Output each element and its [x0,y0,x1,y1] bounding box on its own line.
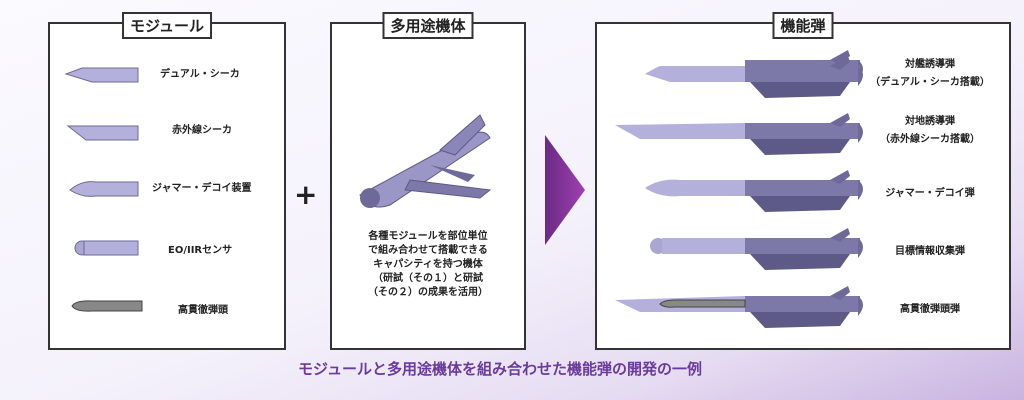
platform-description: 各種モジュールを部位単位 で組み合わせて搭載できる キャパシティを持つ機体 （研… [340,230,516,300]
ir-seeker-module-icon [66,125,139,141]
module-label: 赤外線シーカ [172,125,232,136]
munition-illustrations [615,50,863,328]
munition-label: 高貫徹弾頭弾 [900,304,960,315]
penetrator-missile-icon [615,286,863,328]
module-label: 高貫徹弾頭 [178,305,228,316]
munition-sub: （デュアル・シーカ搭載） [870,77,990,88]
jammer-decoy-missile-icon [645,170,863,212]
modules-panel: モジュール デュアル・シーカ 赤外線シーカ ジャマー・デコイ装置 EO/IIRセ… [48,12,286,350]
munition-label: ジャマー・デコイ弾 [885,188,975,199]
warhead-module-icon [71,300,143,312]
plus-sign: + [294,178,318,211]
eo-iir-sensor-module-icon [74,240,139,256]
module-label: デュアル・シーカ [160,69,240,80]
description-line: （研試（その１）と研試 [373,273,483,284]
munition-sub: （赤外線シーカ搭載） [880,134,980,145]
figure-caption: モジュールと多用途機体を組み合わせた機能弾の開発の一例 [298,360,702,378]
platform-title: 多用途機体 [382,12,474,39]
description-line: キャパシティを持つ機体 [373,259,483,270]
description-line: 各種モジュールを部位単位 [368,231,488,242]
jammer-decoy-module-icon [69,181,139,197]
anti-ship-missile-icon [645,56,863,98]
target-info-missile-icon [650,228,863,270]
description-line: で組み合わせて搭載できる [368,245,488,256]
land-attack-missile-icon [615,113,863,155]
munition-name: 対艦誘導弾 [905,59,955,70]
munition-label: 対地誘導弾 （赤外線シーカ搭載） [860,113,1000,149]
right-arrow-icon [545,135,585,245]
functional-title: 機能弾 [772,12,834,39]
munition-label: 対艦誘導弾 （デュアル・シーカ搭載） [860,56,1000,92]
module-label: ジャマー・デコイ装置 [152,183,252,194]
module-label: EO/IIRセンサ [168,245,233,256]
munition-name: 対地誘導弾 [905,116,955,127]
dual-seeker-module-icon [64,67,139,83]
modules-title: モジュール [122,12,212,39]
airframe-illustration [359,114,492,208]
module-icons [64,67,143,312]
description-line: （その２）の成果を活用） [368,287,488,298]
munition-label: 目標情報収集弾 [895,246,965,257]
